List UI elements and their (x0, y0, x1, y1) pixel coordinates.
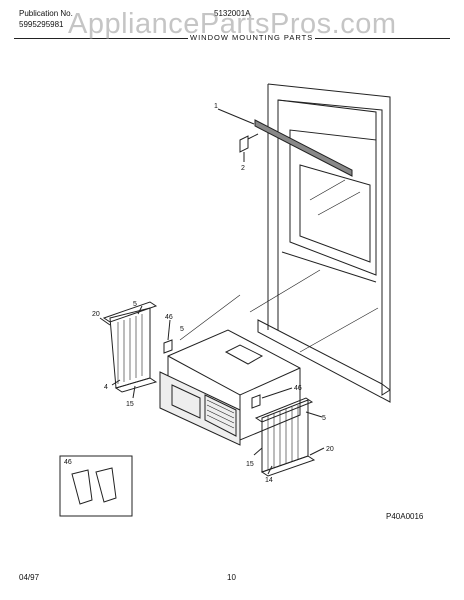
callout-leader (309, 447, 325, 456)
watermark: AppliancePartsPros.com (68, 8, 397, 40)
guide-line (249, 269, 321, 313)
louver-lines (206, 399, 235, 429)
left-curtain-pleats (117, 314, 143, 384)
right-curtain-bottom-rail (260, 455, 316, 477)
window-sash (289, 130, 377, 276)
top-mounting-strip (254, 119, 353, 177)
callout-14: 14 (265, 477, 273, 484)
callout-5-right: 5 (322, 415, 326, 422)
guide-line (179, 294, 241, 341)
callout-1: 1 (214, 103, 218, 110)
callout-leader (132, 385, 136, 399)
callout-20-right: 20 (326, 446, 334, 453)
publication-label: Publication No. (19, 9, 73, 18)
right-curtain-pleats (267, 405, 299, 470)
callout-leader (253, 447, 263, 456)
sash-bracket (239, 135, 249, 153)
left-curtain-top-rail (102, 301, 158, 323)
callout-leader (305, 411, 323, 418)
footer-page-number: 10 (227, 573, 236, 582)
callout-4: 4 (104, 384, 108, 391)
callout-46-left: 46 (165, 314, 173, 321)
window-sash-bottom (281, 251, 377, 283)
callout-20-left: 20 (92, 311, 100, 318)
footer-date: 04/97 (19, 573, 40, 582)
callout-46-inset: 46 (64, 459, 72, 466)
section-title: WINDOW MOUNTING PARTS (188, 33, 316, 42)
window-outer-frame (267, 83, 391, 396)
callout-leader (137, 305, 143, 315)
callout-2: 2 (241, 165, 245, 172)
callout-leader (99, 317, 111, 326)
inset-detail-box (59, 455, 133, 517)
right-side-curtain (261, 399, 309, 473)
callout-46-right: 46 (294, 385, 302, 392)
right-screw-clip (251, 394, 261, 409)
left-screw-clip (163, 339, 173, 354)
window-sash-top (277, 99, 377, 240)
callout-leader (267, 465, 273, 475)
glass-glare (309, 179, 361, 216)
window-glass (299, 164, 371, 263)
model-code: 5132001A (214, 9, 251, 18)
guide-line (299, 307, 379, 353)
callout-leader (167, 319, 171, 341)
callout-15-right: 15 (246, 461, 254, 468)
callout-5-left-top: 5 (133, 301, 137, 308)
inset-clip-detail (71, 467, 117, 505)
ac-handle-slot (224, 344, 264, 365)
bracket-leader (247, 133, 259, 140)
control-panel (171, 384, 201, 419)
callout-leader (111, 379, 121, 386)
publication-number: 5995295981 (19, 20, 64, 29)
figure-code: P40A0016 (386, 512, 424, 521)
callout-leader (261, 387, 293, 399)
window-sill (257, 319, 391, 403)
callout-5-left-mid: 5 (180, 326, 184, 333)
right-curtain-top-rail (254, 397, 314, 423)
left-curtain-bottom-rail (114, 377, 158, 393)
louver-panel (204, 394, 237, 437)
callout-leader-1 (217, 108, 255, 125)
callout-15-left: 15 (126, 401, 134, 408)
